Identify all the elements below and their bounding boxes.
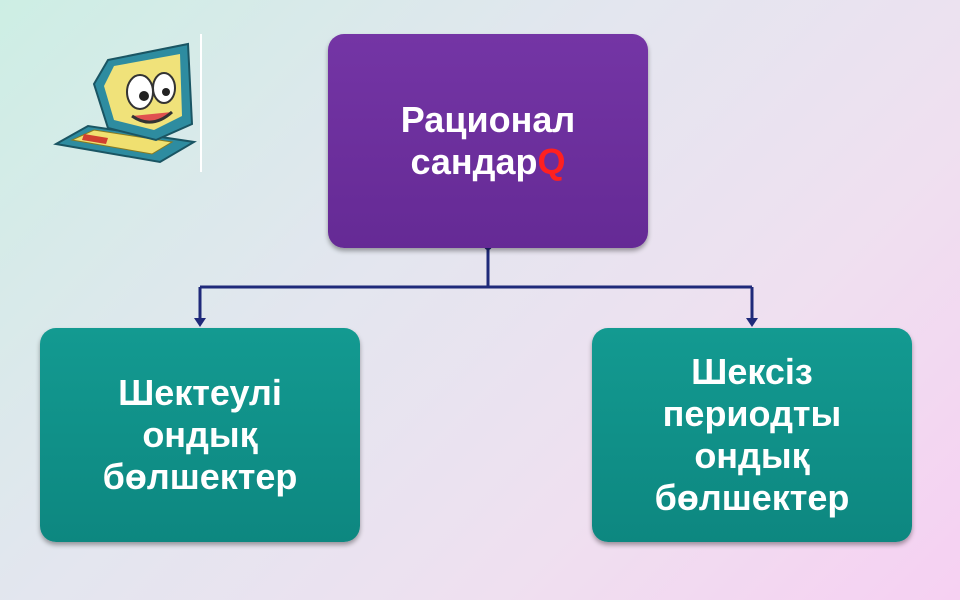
divider-line [200, 34, 202, 172]
arrow-left [194, 318, 206, 327]
laptop-cartoon-icon [48, 36, 198, 171]
child-node-finite: Шектеулі ондық бөлшектер [40, 328, 360, 542]
root-label: Рационал сандар [400, 99, 576, 182]
child-node-infinite: Шексіз периодты ондық бөлшектер [592, 328, 912, 542]
arrow-right [746, 318, 758, 327]
child-label-finite: Шектеулі ондық бөлшектер [102, 372, 298, 497]
root-node: Рационал сандарQ [328, 34, 648, 248]
root-symbol: Q [537, 141, 566, 182]
child-label-infinite: Шексіз периодты ондық бөлшектер [654, 351, 850, 518]
